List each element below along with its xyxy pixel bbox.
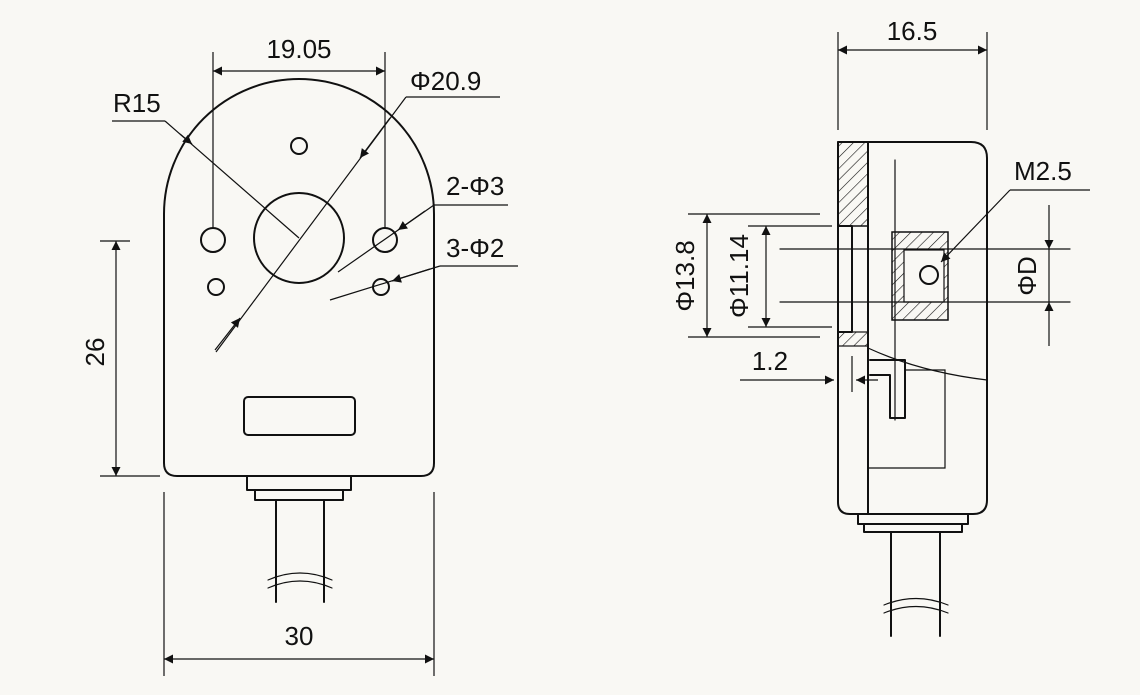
dim-30: 30: [285, 621, 314, 651]
dim-m2-5: M2.5: [1014, 156, 1072, 186]
label-window: [243, 396, 356, 436]
dim-r15: R15: [113, 88, 161, 118]
front-view: 19.05 R15 Φ20.9 2-Φ3 3-Φ2 26 30: [80, 34, 518, 676]
side-cable: [890, 531, 941, 637]
dim-19-05: 19.05: [266, 34, 331, 64]
cable-boot: [246, 475, 352, 491]
mount-hole-right: [372, 227, 398, 253]
mount-hole-left: [200, 227, 226, 253]
dim-16-5: 16.5: [887, 16, 938, 46]
encoder-body-outline: [163, 78, 435, 477]
set-screw-hole: [919, 265, 939, 285]
mount-hole-top: [290, 137, 308, 155]
dim-phi-13-8: Φ13.8: [670, 240, 700, 311]
small-hole-left: [207, 278, 225, 296]
center-bore: [253, 192, 345, 284]
side-view: 16.5 M2.5 Φ13.8 Φ11.14 ΦD 1.2: [670, 16, 1090, 637]
small-hole-right: [372, 278, 390, 296]
dim-phi-20-9: Φ20.9: [410, 66, 481, 96]
housing-outline: [837, 141, 988, 515]
dim-phi-d: ΦD: [1012, 256, 1042, 296]
shaft: [779, 248, 1071, 303]
dim-phi-11-14: Φ11.14: [724, 234, 754, 318]
dim-26: 26: [80, 338, 110, 367]
dim-3-phi-2: 3-Φ2: [446, 233, 504, 263]
dim-1-2: 1.2: [752, 346, 788, 376]
dim-2-phi-3: 2-Φ3: [446, 171, 504, 201]
hatched-flange: [837, 141, 869, 227]
cable: [275, 499, 325, 603]
